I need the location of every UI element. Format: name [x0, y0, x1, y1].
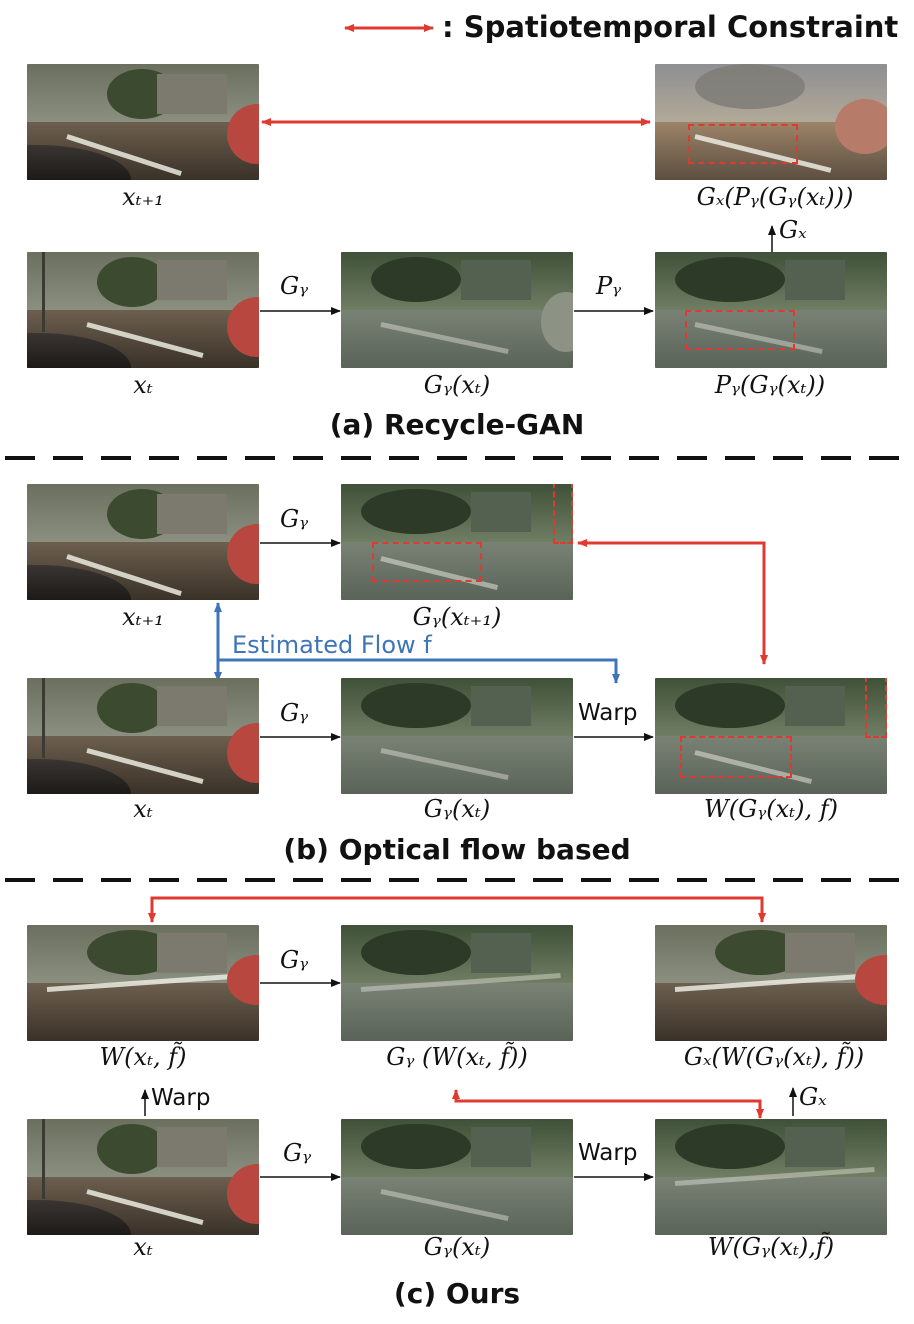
caption-b: (b) Optical flow based	[283, 833, 631, 866]
a-label-xt: xₜ	[133, 371, 153, 399]
c-frame-gy-w	[341, 925, 573, 1041]
c-op-warp-right: Warp	[578, 1140, 638, 1166]
c-label-gx-w: Gₓ(W(Gᵧ(xₜ), f̃))	[683, 1043, 865, 1071]
c-frame-gy-xt	[341, 1119, 573, 1235]
c-label-w-gy: W(Gᵧ(xₜ),f̃)	[707, 1233, 835, 1261]
c-top-constraint-arrow	[148, 896, 766, 923]
c-label-xt: xₜ	[133, 1233, 153, 1261]
b-constraint-arrow	[577, 539, 768, 665]
b-op-gy-top: Gᵧ	[280, 505, 309, 533]
b-flow-label: Estimated Flow f	[232, 631, 432, 659]
a-label-xt1: xₜ₊₁	[122, 183, 164, 211]
a-frame-gy-xt	[341, 252, 573, 368]
c-mid-constraint-arrow	[452, 1089, 764, 1119]
b-frame-warped	[655, 678, 887, 794]
c-frame-w-xt	[27, 925, 259, 1041]
b-frame-gy-xt	[341, 678, 573, 794]
c-label-w-xt: W(xₜ, f̃)	[99, 1043, 187, 1071]
caption-a: (a) Recycle-GAN	[329, 408, 585, 441]
b-frame-xt1	[27, 484, 259, 600]
caption-c: (c) Ours	[393, 1277, 521, 1310]
b-flow-arrow	[218, 658, 620, 684]
b-op-gy-bottom: Gᵧ	[280, 699, 309, 727]
b-label-warped: W(Gᵧ(xₜ), f)	[704, 795, 838, 823]
a-label-gy-xt: Gᵧ(xₜ)	[423, 371, 491, 399]
c-op-gx: Gₓ	[799, 1083, 827, 1111]
b-frame-xt	[27, 678, 259, 794]
a-frame-xt1	[27, 64, 259, 180]
c-frame-gx-w	[655, 925, 887, 1041]
c-op-warp-up: Warp	[151, 1085, 211, 1111]
a-frame-py	[655, 252, 887, 368]
c-label-gy-w: Gᵧ (W(xₜ, f̃))	[386, 1043, 528, 1071]
c-label-gy-xt: Gᵧ(xₜ)	[423, 1233, 491, 1261]
c-op-gy-top: Gᵧ	[280, 946, 309, 974]
b-label-gy-xt1: Gᵧ(xₜ₊₁)	[412, 603, 502, 631]
c-op-gy-bottom: Gᵧ	[283, 1139, 312, 1167]
b-frame-gy-xt1	[341, 484, 573, 600]
b-label-xt1: xₜ₊₁	[122, 603, 164, 631]
c-frame-xt	[27, 1119, 259, 1235]
c-frame-w-gy	[655, 1119, 887, 1235]
b-label-gy-xt: Gᵧ(xₜ)	[423, 795, 491, 823]
b-label-xt: xₜ	[133, 795, 153, 823]
a-frame-xt	[27, 252, 259, 368]
a-op-gy: Gᵧ	[280, 272, 309, 300]
b-op-warp: Warp	[578, 700, 638, 726]
a-label-recon: Gₓ(Pᵧ(Gᵧ(xₜ)))	[696, 183, 854, 211]
a-frame-recon	[655, 64, 887, 180]
legend-text: : Spatiotemporal Constraint	[442, 10, 899, 44]
a-op-gx: Gₓ	[779, 216, 807, 244]
a-op-py: Pᵧ	[596, 272, 622, 300]
a-label-py: Pᵧ(Gᵧ(xₜ))	[714, 371, 826, 399]
